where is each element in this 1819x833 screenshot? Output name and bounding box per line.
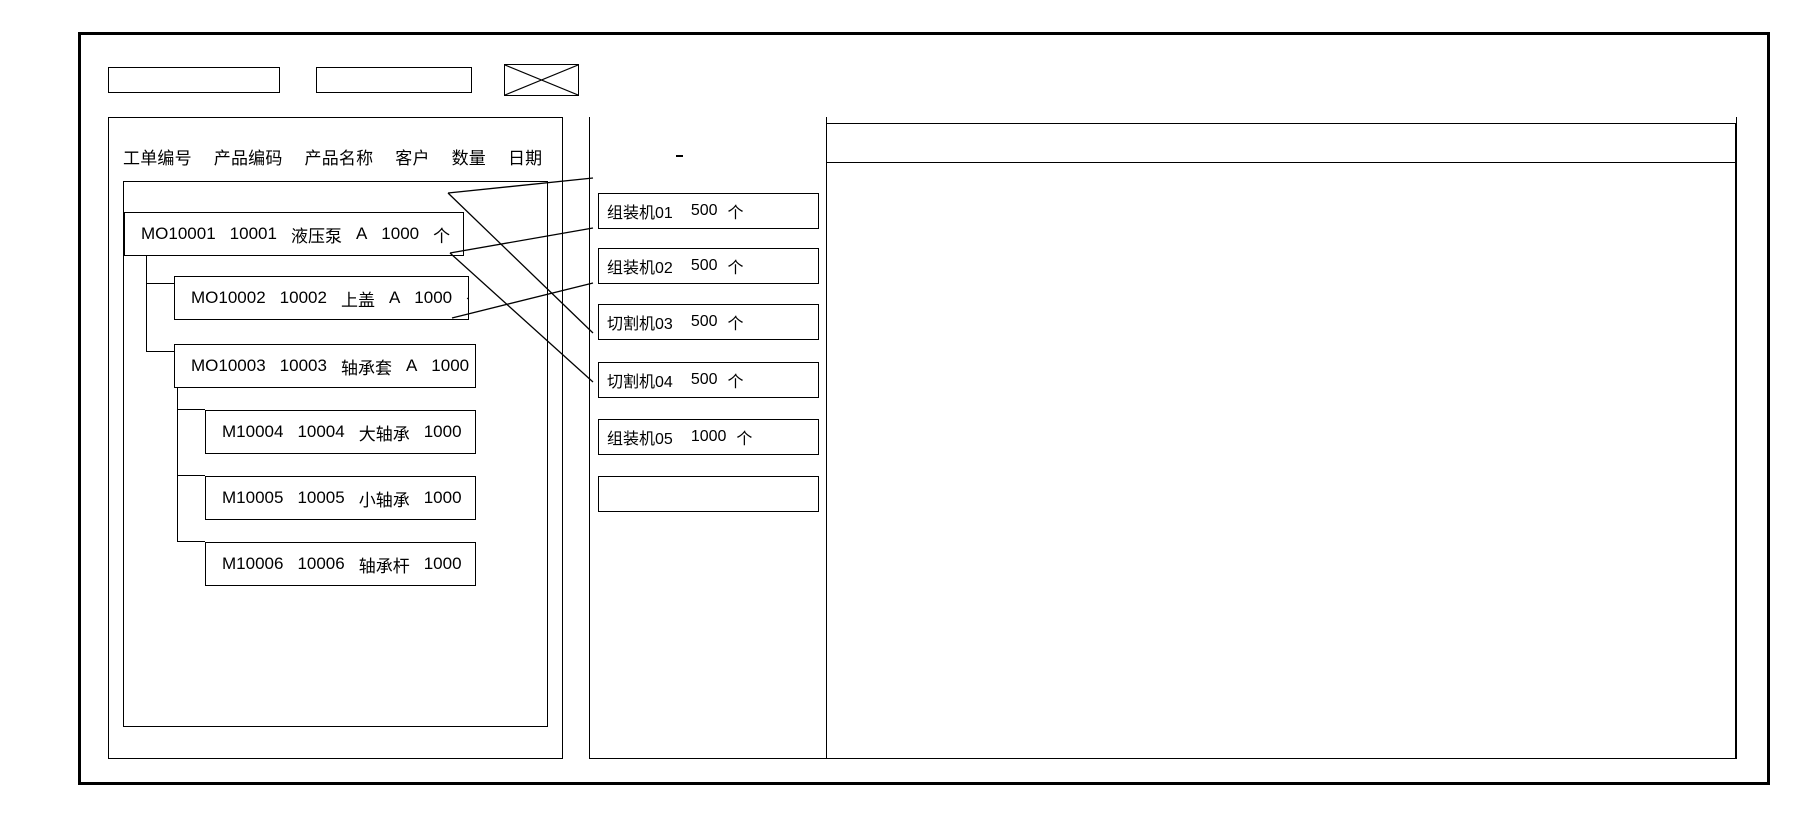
table-row[interactable]: M10006 10006 轴承杆 1000 个 <box>205 542 476 586</box>
cell-order-no: MO10001 <box>141 224 216 243</box>
operation-unit: 个 <box>727 316 744 333</box>
operation-machine: 切割机04 <box>607 374 673 391</box>
detail-pane-right-border <box>1735 123 1736 758</box>
column-header-product-name: 产品名称 <box>304 149 374 168</box>
list-item[interactable]: 组装机01 500 个 <box>598 193 819 229</box>
operation-unit: 个 <box>727 374 744 391</box>
toolbar <box>108 64 579 96</box>
cell-quantity: 1000 <box>414 288 453 307</box>
column-header-customer: 客户 <box>395 149 430 168</box>
operation-quantity: 500 <box>690 313 718 330</box>
cell-customer: A <box>355 224 368 243</box>
table-row[interactable]: M10005 10005 小轴承 1000 个 <box>205 476 476 520</box>
operation-machine: 组装机01 <box>607 205 673 222</box>
order-column-headers: 工单编号 产品编码 产品名称 客户 数量 日期 <box>123 144 542 169</box>
detail-container: 组装机01 500 个 组装机02 500 个 切割机03 500 个 切割机0… <box>589 117 1737 759</box>
table-row[interactable]: MO10003 10003 轴承套 A 1000 个 <box>174 344 476 388</box>
operation-quantity: 500 <box>690 257 718 274</box>
cell-product-code: 10006 <box>297 554 345 573</box>
cell-product-name: 轴承杆 <box>358 556 410 576</box>
column-header-product-code: 产品编码 <box>213 149 283 168</box>
column-header-order-no: 工单编号 <box>123 149 192 168</box>
cell-order-no: M10004 <box>222 422 284 441</box>
operation-machine: 组装机05 <box>607 431 673 448</box>
column-header-quantity: 数量 <box>451 149 486 168</box>
cell-product-name: 轴承套 <box>340 358 392 378</box>
operations-marker <box>676 155 683 157</box>
table-row[interactable]: MO10002 10002 上盖 A 1000 个 <box>174 276 469 320</box>
detail-pane <box>827 117 1736 758</box>
operation-unit: 个 <box>727 205 744 222</box>
toolbar-input-1[interactable] <box>108 67 280 93</box>
application-window: 工单编号 产品编码 产品名称 客户 数量 日期 MO10001 10001 液压… <box>78 32 1770 785</box>
detail-pane-top-border <box>827 123 1736 124</box>
operation-machine: 组装机02 <box>607 260 673 277</box>
crossed-box-icon <box>504 64 579 96</box>
cell-product-code: 10001 <box>229 224 277 243</box>
operation-unit: 个 <box>736 431 753 448</box>
operations-panel: 组装机01 500 个 组装机02 500 个 切割机03 500 个 切割机0… <box>590 117 827 758</box>
cell-product-name: 小轴承 <box>358 490 410 510</box>
table-row[interactable]: M10004 10004 大轴承 1000 个 <box>205 410 476 454</box>
operation-machine: 切割机03 <box>607 316 673 333</box>
list-item[interactable]: 组装机02 500 个 <box>598 248 819 284</box>
cell-order-no: M10006 <box>222 554 284 573</box>
cell-order-no: MO10002 <box>191 288 266 307</box>
cell-product-code: 10004 <box>297 422 345 441</box>
order-tree: MO10001 10001 液压泵 A 1000 个 MO10002 10002… <box>123 181 548 727</box>
cell-product-name: 大轴承 <box>358 424 410 444</box>
list-item[interactable]: 切割机04 500 个 <box>598 362 819 398</box>
cell-unit: 个 <box>466 286 468 311</box>
column-header-date: 日期 <box>507 149 543 168</box>
list-item[interactable]: 组装机05 1000 个 <box>598 419 819 455</box>
operation-quantity: 500 <box>690 202 718 219</box>
cell-customer: A <box>405 356 418 375</box>
operation-quantity: 1000 <box>690 428 727 445</box>
order-panel: 工单编号 产品编码 产品名称 客户 数量 日期 MO10001 10001 液压… <box>108 117 563 759</box>
table-row[interactable]: MO10001 10001 液压泵 A 1000 个 <box>124 212 464 256</box>
cell-customer: A <box>388 288 401 307</box>
list-item[interactable] <box>598 476 819 512</box>
cell-product-code: 10002 <box>279 288 327 307</box>
cell-product-code: 10003 <box>279 356 327 375</box>
tree-connector-level1 <box>146 234 174 352</box>
cell-order-no: M10005 <box>222 488 284 507</box>
operation-unit: 个 <box>727 260 744 277</box>
cell-product-code: 10005 <box>297 488 345 507</box>
cell-quantity: 1000 <box>423 422 462 441</box>
toolbar-input-2[interactable] <box>316 67 472 93</box>
cell-order-no: MO10003 <box>191 356 266 375</box>
cell-quantity: 1000 <box>381 224 420 243</box>
cell-unit: 个 <box>433 226 451 246</box>
detail-pane-header-divider <box>827 162 1736 163</box>
tree-connector-level2 <box>177 354 205 542</box>
cell-quantity: 1000 <box>423 488 462 507</box>
operation-quantity: 500 <box>690 371 718 388</box>
cell-product-name: 上盖 <box>340 290 375 310</box>
cell-quantity: 1000 <box>423 554 462 573</box>
list-item[interactable]: 切割机03 500 个 <box>598 304 819 340</box>
cell-product-name: 液压泵 <box>290 226 342 246</box>
cell-quantity: 1000 <box>431 356 470 375</box>
